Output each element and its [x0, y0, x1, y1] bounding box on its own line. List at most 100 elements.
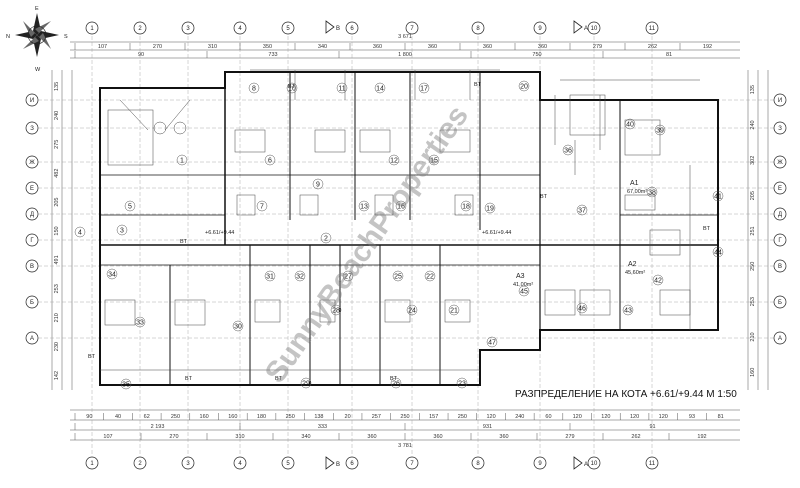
room-marker-17 — [418, 82, 430, 94]
dimBot1-value: 240 — [515, 414, 524, 420]
room-marker-35 — [120, 378, 132, 390]
dimTop1-value: 360 — [483, 44, 492, 50]
dimRight-value: 302 — [750, 156, 756, 165]
dimRight-value: 210 — [750, 332, 756, 341]
room-number-31: 31 — [266, 274, 274, 281]
bt-tag: BT — [288, 84, 296, 90]
room-number-19: 19 — [486, 206, 494, 213]
dimTop1-value: 360 — [538, 44, 547, 50]
room-marker-11 — [336, 82, 348, 94]
dimBot2-value: 333 — [318, 424, 327, 430]
axis-bottom-8-label: 8 — [476, 461, 480, 467]
dimBot1-value: 120 — [630, 414, 639, 420]
dimRight-value: 251 — [750, 226, 756, 235]
axis-left-4-label: Д — [30, 212, 34, 218]
axis-right-0: И — [773, 93, 787, 107]
dimTop1-value: 279 — [593, 44, 602, 50]
room-number-18: 18 — [462, 204, 470, 211]
axis-right-8: А — [773, 331, 787, 345]
section-label-a-top: A — [584, 26, 588, 32]
dimTop1-value: 340 — [318, 44, 327, 50]
room-marker-16 — [395, 200, 407, 212]
room-marker-22 — [424, 270, 436, 282]
dimTop2-value: 1 800 — [398, 52, 412, 58]
room-marker-29 — [300, 377, 312, 389]
compass-rose-icon — [15, 13, 59, 57]
room-number-38: 38 — [648, 190, 656, 197]
axis-left-2: Ж — [25, 155, 39, 169]
axis-top-8-label: 8 — [476, 26, 480, 32]
room-number-13: 13 — [360, 204, 368, 211]
dimBot3-value: 340 — [301, 434, 310, 440]
dimLeft-value: 482 — [54, 169, 60, 178]
dimBot3-value: 279 — [565, 434, 574, 440]
dimLeft-value: 210 — [54, 313, 60, 322]
room-marker-21 — [448, 304, 460, 316]
room-marker-23 — [456, 377, 468, 389]
room-number-45: 45 — [520, 289, 528, 296]
axis-left-3: Е — [25, 181, 39, 195]
axis-right-3: Е — [773, 181, 787, 195]
dimBot1-value: 20 — [345, 414, 351, 420]
axis-right-6-label: В — [778, 264, 782, 270]
bt-tag: BT — [390, 376, 398, 382]
room-number-25: 25 — [394, 274, 402, 281]
dimRight-value: 240 — [750, 120, 756, 129]
axis-bottom-3-label: 3 — [186, 461, 190, 467]
axis-top-10: 10 — [587, 21, 601, 35]
dimTop1-value: 262 — [648, 44, 657, 50]
dimBot3-value: 270 — [169, 434, 178, 440]
room-marker-2 — [320, 232, 332, 244]
room-marker-9 — [312, 178, 324, 190]
room-number-24: 24 — [408, 308, 416, 315]
room-marker-20 — [518, 80, 530, 92]
room-number-16: 16 — [397, 204, 405, 211]
room-number-37: 37 — [578, 208, 586, 215]
room-marker-3 — [116, 224, 128, 236]
axis-top-9: 9 — [533, 21, 547, 35]
axis-right-7: Б — [773, 295, 787, 309]
dimBot1-value: 160 — [200, 414, 209, 420]
axis-left-0-label: И — [30, 98, 34, 104]
dimBot1-value: 250 — [171, 414, 180, 420]
axis-left-8: А — [25, 331, 39, 345]
dimBot1-value: 257 — [372, 414, 381, 420]
room-marker-28 — [330, 304, 342, 316]
level-mark-left: +6.61/+9.44 — [205, 230, 234, 236]
room-number-6: 6 — [268, 158, 272, 165]
axis-bottom-1: 1 — [85, 456, 99, 470]
axis-top-4: 4 — [233, 21, 247, 35]
room-number-21: 21 — [450, 308, 458, 315]
axis-left-1-label: З — [30, 126, 34, 132]
dimension-lines — [51, 41, 769, 441]
axis-right-5-label: Г — [778, 238, 782, 244]
axis-bottom-11: 11 — [645, 456, 659, 470]
room-number-27: 27 — [344, 274, 352, 281]
axis-bottom-6-label: 6 — [350, 461, 354, 467]
dimLeft-value: 230 — [54, 342, 60, 351]
room-marker-5 — [124, 200, 136, 212]
bt-tag: BT — [185, 376, 193, 382]
room-number-43: 43 — [624, 308, 632, 315]
apartment-a1-area: 67,00m² — [627, 189, 647, 195]
dimRight-value: 253 — [750, 297, 756, 306]
room-number-10: 10 — [288, 86, 296, 93]
interior-details — [100, 69, 700, 371]
section-marker-b-top — [325, 20, 335, 34]
room-marker-25 — [392, 270, 404, 282]
axis-top-1: 1 — [85, 21, 99, 35]
compass-label-e: E — [35, 6, 39, 12]
room-number-9: 9 — [316, 182, 320, 189]
room-marker-13 — [358, 200, 370, 212]
room-number-8: 8 — [252, 86, 256, 93]
dimRight-value: 160 — [750, 368, 756, 377]
axis-top-11: 11 — [645, 21, 659, 35]
